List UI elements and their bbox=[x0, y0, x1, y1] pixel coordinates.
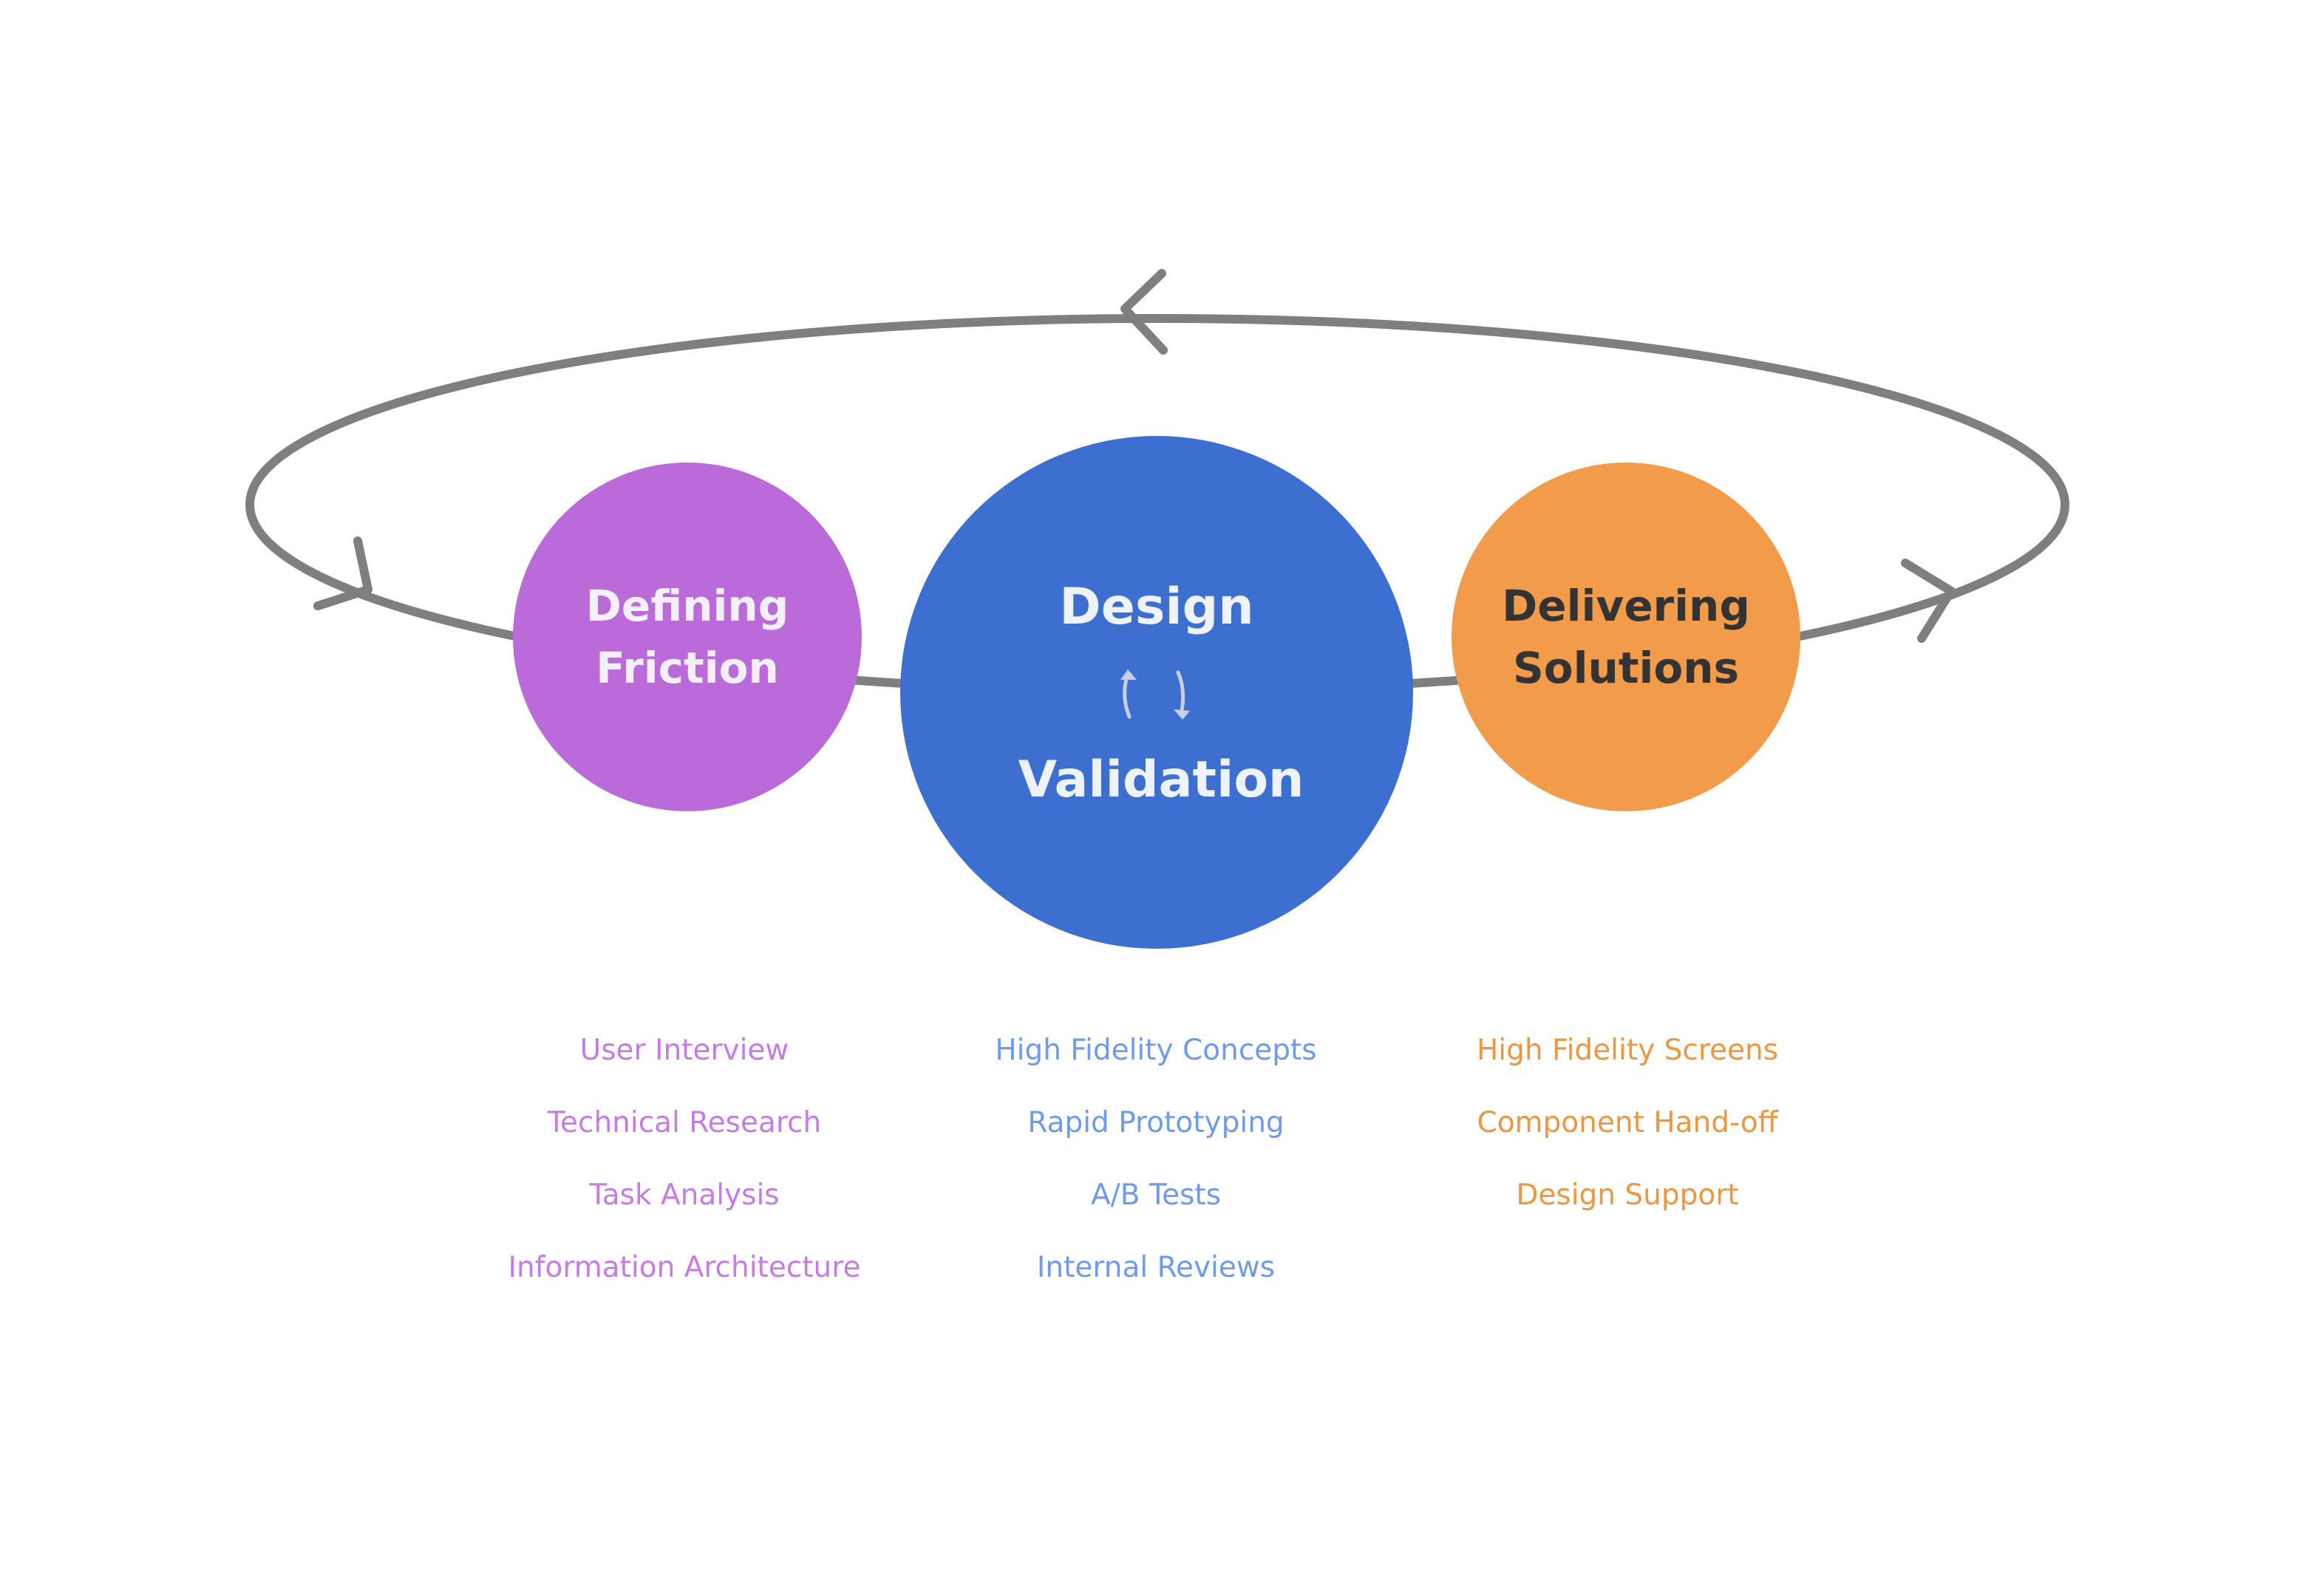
activity-item: High Fidelity Concepts bbox=[995, 1034, 1317, 1067]
activity-item: User Interview bbox=[579, 1034, 789, 1067]
defining-friction-title-line2: Friction bbox=[596, 643, 779, 693]
loop-arrowhead-top bbox=[1120, 269, 1168, 355]
activity-item: Task Analysis bbox=[589, 1179, 780, 1212]
cycle-arrows-icon bbox=[1120, 669, 1190, 720]
cycle-arrowhead-down bbox=[1174, 709, 1190, 720]
defining-friction-circle: Defining Friction bbox=[513, 463, 862, 811]
activity-item: Information Architecture bbox=[508, 1251, 861, 1284]
activity-item: Rapid Prototyping bbox=[1027, 1106, 1285, 1139]
defining-friction-title-line1: Defining bbox=[585, 581, 789, 631]
defining-friction-activities: User Interview Technical Research Task A… bbox=[448, 1031, 921, 1321]
activity-item: Internal Reviews bbox=[1036, 1251, 1276, 1284]
design-validation-circle: Design Validation bbox=[900, 436, 1413, 949]
activity-item: High Fidelity Screens bbox=[1476, 1034, 1779, 1067]
loop-arrowhead-left bbox=[313, 536, 372, 610]
design-validation-activities: High Fidelity Concepts Rapid Prototyping… bbox=[919, 1031, 1392, 1321]
cycle-arrow-down bbox=[1176, 670, 1185, 717]
activity-item: Technical Research bbox=[547, 1106, 822, 1139]
validation-title: Validation bbox=[1018, 751, 1304, 809]
delivering-solutions-circle: Delivering Solutions bbox=[1452, 463, 1800, 811]
activity-item: Component Hand-off bbox=[1477, 1106, 1778, 1139]
activity-item: Design Support bbox=[1516, 1179, 1739, 1212]
activity-item: A/B Tests bbox=[1090, 1179, 1222, 1212]
loop-arrowhead-right bbox=[1901, 559, 1956, 643]
delivering-solutions-title-line2: Solutions bbox=[1512, 643, 1740, 693]
design-title: Design bbox=[1059, 578, 1254, 636]
cycle-arrow-up bbox=[1123, 672, 1132, 719]
delivering-solutions-title-line1: Delivering bbox=[1502, 581, 1750, 631]
delivering-solutions-activities: High Fidelity Screens Component Hand-off… bbox=[1391, 1031, 1864, 1249]
cycle-arrowhead-up bbox=[1120, 669, 1137, 680]
